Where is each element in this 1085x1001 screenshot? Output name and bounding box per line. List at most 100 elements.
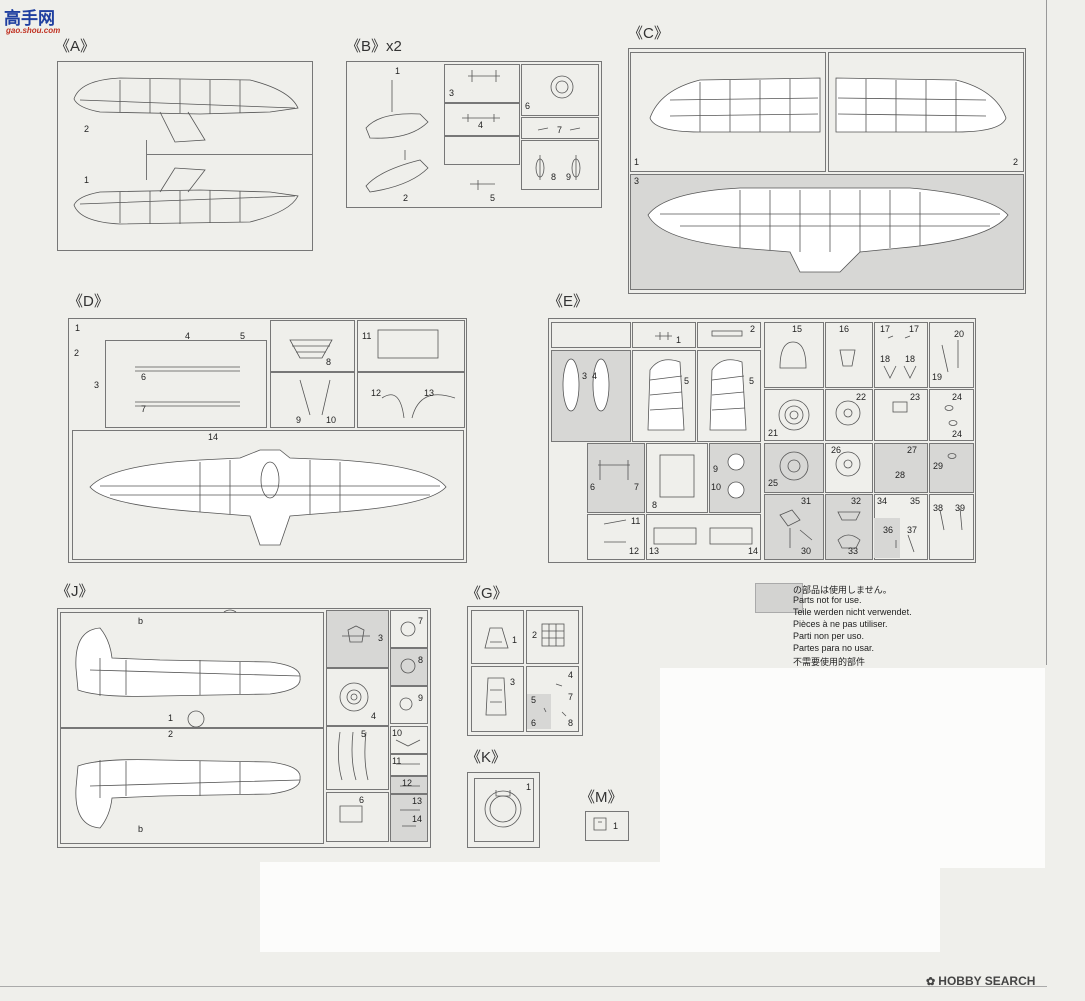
- sheet-e-part: 19: [932, 372, 943, 382]
- sheet-g-part: 2: [532, 630, 538, 640]
- sheet-d-part: 13: [424, 388, 435, 398]
- sheet-j-cell-unused: [390, 776, 428, 794]
- sheet-d: [68, 318, 467, 563]
- sheet-g-part: 1: [512, 635, 518, 645]
- sheet-a-label: 《A》: [55, 38, 96, 55]
- sheet-g: [467, 606, 583, 736]
- sheet-e-cell: [697, 350, 761, 442]
- sheet-g-part: 8: [568, 718, 574, 728]
- sheet-j-cell: [60, 612, 324, 728]
- sheet-g-part: 3: [510, 677, 516, 687]
- sheet-e-cell-unused: [825, 494, 873, 560]
- sheet-m-part: 1: [613, 821, 619, 831]
- sheet-j: [57, 608, 431, 848]
- sheet-e-part: 11: [631, 516, 641, 526]
- sheet-c-part: 1: [634, 157, 640, 167]
- footer-brand-text: HOBBY SEARCH: [938, 974, 1036, 988]
- sheet-e-cell: [874, 322, 928, 388]
- sheet-d-cell: [105, 340, 267, 428]
- sheet-e-part: 18: [905, 354, 916, 364]
- sheet-j-part: 6: [359, 795, 365, 805]
- sheet-k-label: 《K》: [466, 749, 507, 766]
- sheet-e-part: 29: [933, 461, 944, 471]
- sheet-b: [346, 61, 602, 208]
- sheet-e-part: 33: [848, 546, 859, 556]
- sheet-k: [467, 772, 540, 848]
- sheet-e-cell: [825, 443, 873, 493]
- page-border-bottom: [0, 986, 1047, 987]
- sheet-b-cell: [521, 140, 599, 190]
- sheet-m-label: 《M》: [580, 789, 623, 806]
- sheet-e-cell: [646, 443, 708, 513]
- sheet-d-part: 12: [371, 388, 382, 398]
- sheet-c-part: 2: [1013, 157, 1019, 167]
- sheet-e: [548, 318, 976, 563]
- sheet-j-part: 14: [412, 814, 423, 824]
- sheet-e-part: 14: [748, 546, 759, 556]
- sheet-e-part: 18: [880, 354, 891, 364]
- sheet-d-part: 1: [75, 323, 81, 333]
- sheet-b-cell: [444, 135, 520, 165]
- sheet-e-part: 4: [592, 371, 598, 381]
- legend-line: Teile werden nicht verwendet.: [793, 607, 912, 617]
- unused-parts-swatch: [755, 583, 803, 613]
- sheet-j-cell: [326, 668, 389, 726]
- sheet-j-part: 10: [392, 728, 403, 738]
- sheet-d-cell: [270, 320, 355, 372]
- sheet-e-part: 28: [895, 470, 906, 480]
- sheet-e-part: 22: [856, 392, 867, 402]
- sheet-d-drawing: [89, 329, 456, 546]
- sheet-b-drawing: [365, 70, 581, 193]
- sheet-d-part: 2: [74, 348, 80, 358]
- sheet-e-drawing: [562, 330, 963, 553]
- sheet-e-cell: [825, 389, 873, 441]
- sheet-e-part: 21: [768, 428, 779, 438]
- sheet-e-part: 12: [629, 546, 640, 556]
- sheet-a-divider: [146, 154, 312, 155]
- sheet-j-cell: [390, 686, 428, 724]
- sheet-e-part: 8: [652, 500, 658, 510]
- sheet-e-cell: [874, 389, 928, 441]
- sheet-e-cell-unused: [764, 494, 824, 560]
- sheet-e-cell: [587, 514, 645, 560]
- sheet-e-part: 31: [801, 496, 812, 506]
- sheet-d-part: 8: [326, 357, 332, 367]
- sheet-j-part: 5: [361, 729, 367, 739]
- sheet-e-cell-unused: [709, 443, 761, 513]
- sheet-b-cell: [444, 102, 520, 137]
- sheet-e-part: 20: [954, 329, 965, 339]
- sheet-d-part: 10: [326, 415, 337, 425]
- watermark-logo: 高手网: [4, 4, 55, 29]
- sheet-k-drawing: [484, 790, 522, 828]
- sheet-j-part: 3: [378, 633, 384, 643]
- sheet-e-cell: [764, 389, 824, 441]
- sheet-d-part: 9: [296, 415, 302, 425]
- sheet-g-cell: [526, 666, 579, 732]
- sheet-m-drawing: [593, 817, 607, 831]
- sheet-e-part: 26: [831, 445, 842, 455]
- sheet-e-cell: [697, 322, 761, 348]
- sheet-e-part: 27: [907, 445, 918, 455]
- sheet-e-cell-unused: [874, 443, 928, 493]
- sheet-e-cell: [929, 322, 974, 388]
- sheet-j-cell: [60, 728, 324, 844]
- sheet-b-cell: [444, 64, 520, 104]
- sheet-c-label: 《C》: [628, 25, 669, 42]
- sheet-j-part: 8: [418, 655, 424, 665]
- sheet-j-part: 12: [402, 778, 413, 788]
- sheet-g-part: 5: [531, 695, 537, 705]
- sheet-b-cell: [521, 117, 599, 139]
- sheet-b-label: 《B》x2: [346, 38, 402, 55]
- sheet-e-part: 7: [634, 482, 640, 492]
- sheet-j-label: 《J》: [56, 583, 94, 600]
- sheet-e-cell-unused: [764, 443, 824, 493]
- sheet-g-label: 《G》: [466, 585, 508, 602]
- sheet-d-part: 6: [141, 372, 147, 382]
- sheet-d-cell: [270, 372, 355, 428]
- sheet-e-cell-unused: [929, 443, 974, 493]
- sheet-m: [585, 811, 629, 841]
- sheet-g-part: 6: [531, 718, 537, 728]
- sheet-d-cell: [72, 430, 464, 560]
- sheet-d-label: 《D》: [68, 293, 109, 310]
- sheet-e-label: 《E》: [548, 293, 589, 310]
